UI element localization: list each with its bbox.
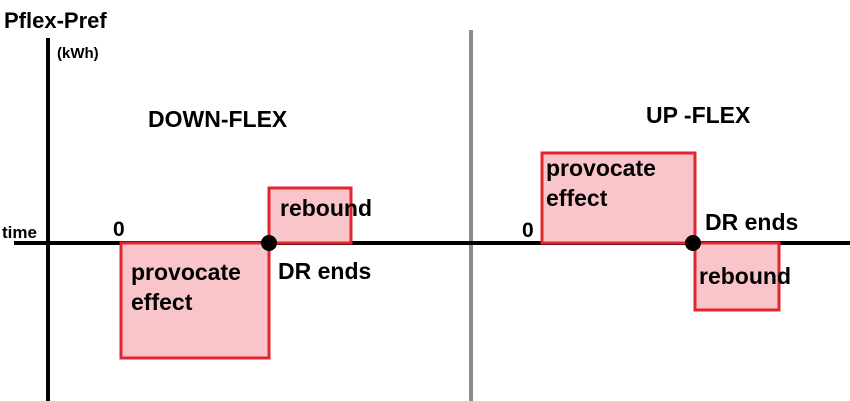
- y-axis-label: Pflex-Pref: [4, 8, 107, 33]
- up-flex-provocate-label-1: provocate: [546, 155, 656, 181]
- up-flex-provocate-box: [540, 151, 697, 245]
- up-flex-dr-ends-point: [685, 235, 701, 251]
- down-flex-provocate-label-2: effect: [131, 289, 193, 315]
- up-flex-rebound-label: rebound: [699, 263, 791, 289]
- up-flex-provocate-label-2: effect: [546, 185, 608, 211]
- x-axis-label: time: [2, 223, 37, 242]
- up-flex-dr-ends-label: DR ends: [705, 209, 798, 235]
- down-flex-provocate-label-1: provocate: [131, 259, 241, 285]
- down-flex-rebound-label: rebound: [280, 195, 372, 221]
- down-flex-rebound-box: [267, 186, 353, 245]
- up-flex-zero: 0: [522, 219, 534, 242]
- up-flex-title: UP -FLEX: [646, 102, 751, 128]
- up-flex-rebound-box: [693, 241, 781, 312]
- down-flex-zero: 0: [113, 218, 125, 241]
- down-flex-dr-ends-point: [261, 235, 277, 251]
- y-axis-unit: (kWh): [57, 45, 99, 62]
- down-flex-title: DOWN-FLEX: [148, 106, 288, 132]
- down-flex-dr-ends-label: DR ends: [278, 258, 371, 284]
- down-flex-provocate-box: [119, 241, 271, 360]
